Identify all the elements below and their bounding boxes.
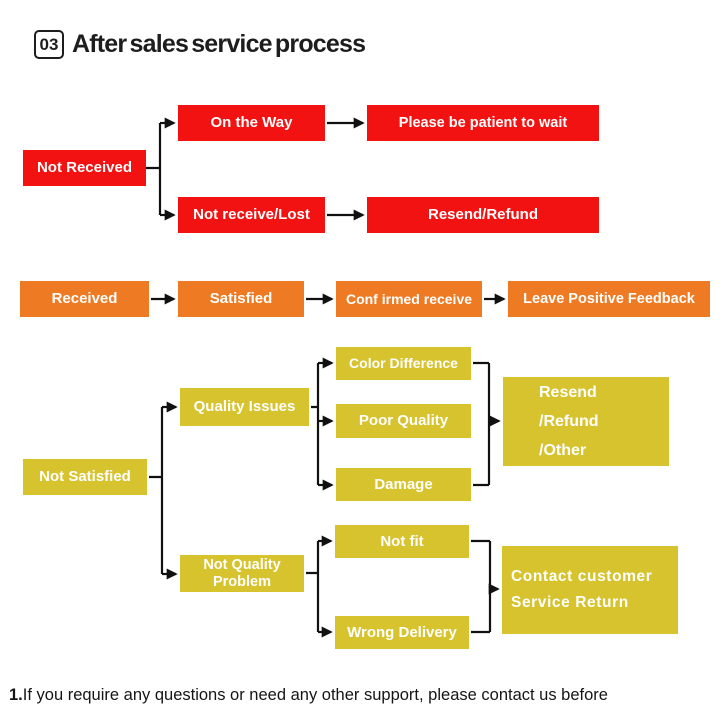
node-poor-quality: Poor Quality — [336, 404, 471, 438]
node-please-be-patient: Please be patient to wait — [367, 105, 599, 141]
node-not-satisfied: Not Satisfied — [23, 459, 147, 495]
header: 03 After sales service process — [34, 30, 366, 59]
footnote-text: If you require any questions or need any… — [22, 686, 608, 704]
node-line: Resend — [539, 384, 597, 401]
node-line: Service Return — [511, 594, 629, 611]
section-number-badge: 03 — [34, 30, 64, 59]
node-leave-positive-feedback: Leave Positive Feedback — [508, 281, 710, 317]
node-resend-refund-other: Resend /Refund /Other — [503, 377, 669, 466]
node-line: Problem — [212, 573, 271, 590]
footnote: 1.If you require any questions or need a… — [9, 686, 608, 705]
node-damage: Damage — [336, 468, 471, 501]
node-line: /Refund — [539, 413, 599, 430]
node-confirmed-receive: Conf irmed receive — [336, 281, 482, 317]
page-title: After sales service process — [72, 30, 366, 58]
node-quality-issues: Quality Issues — [180, 388, 309, 426]
footnote-number: 1. — [9, 686, 23, 704]
node-not-fit: Not fit — [335, 525, 469, 558]
node-line: Not Quality — [203, 556, 281, 573]
node-line: /Other — [539, 442, 587, 459]
node-color-difference: Color Difference — [336, 347, 471, 380]
node-wrong-delivery: Wrong Delivery — [335, 616, 469, 649]
node-not-quality-problem: Not Quality Problem — [180, 555, 304, 592]
node-received: Received — [20, 281, 149, 317]
node-line: Contact customer — [511, 568, 653, 585]
node-not-received: Not Received — [23, 150, 146, 186]
node-satisfied: Satisfied — [178, 281, 304, 317]
node-contact-customer-service: Contact customer Service Return — [502, 546, 678, 634]
node-on-the-way: On the Way — [178, 105, 325, 141]
node-not-receive-lost: Not receive/Lost — [178, 197, 325, 233]
node-resend-refund: Resend/Refund — [367, 197, 599, 233]
